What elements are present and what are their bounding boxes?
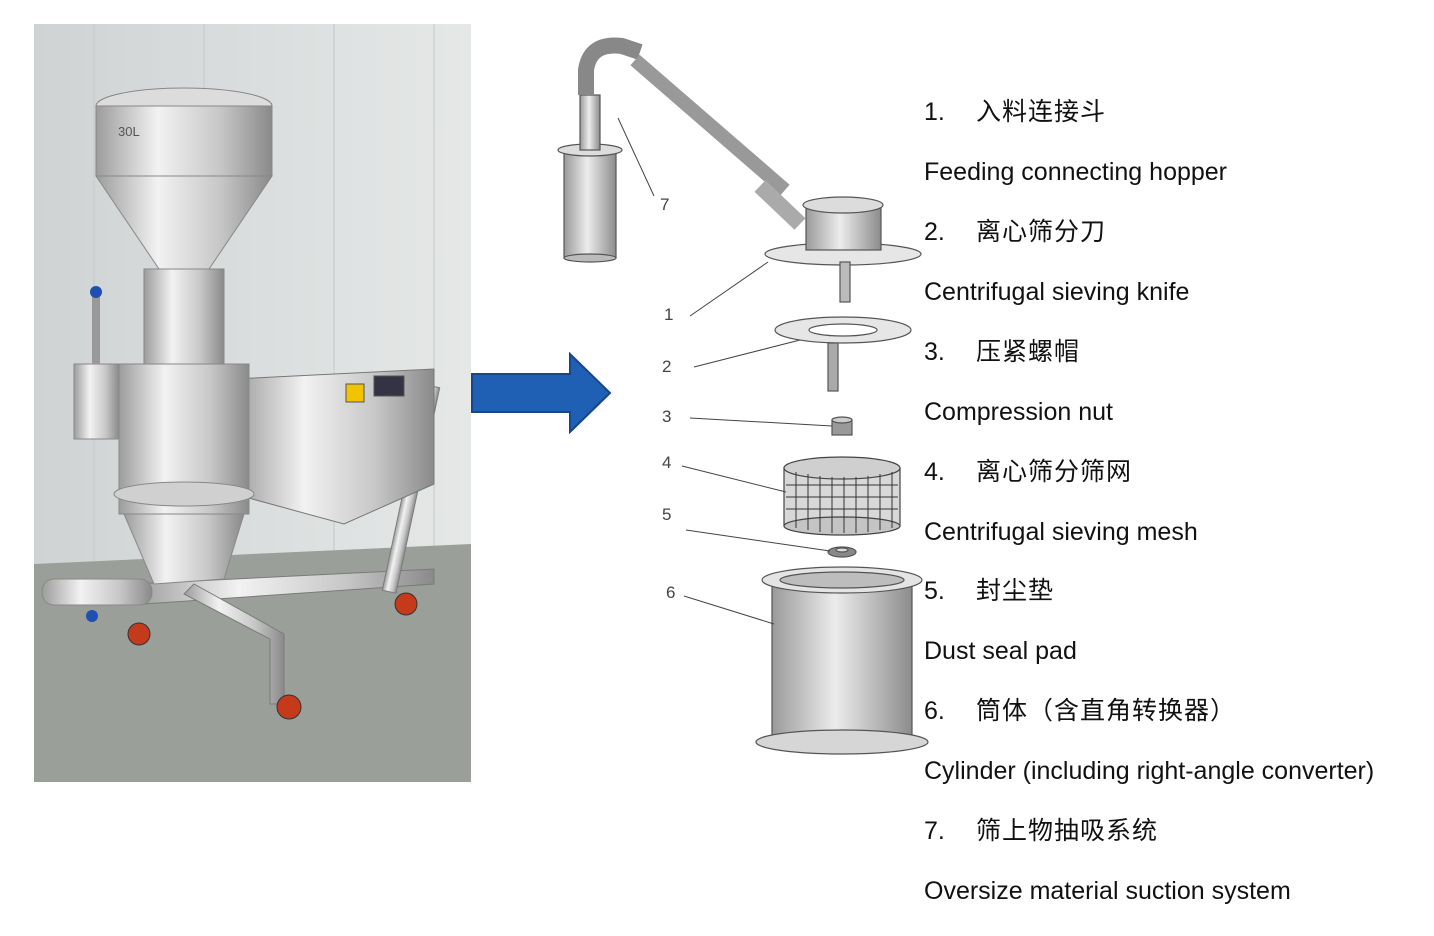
part-cylinder — [755, 566, 929, 755]
legend-item-7-zh: 7.筛上物抽吸系统 — [924, 816, 1159, 845]
legend-item-4-en: Centrifugal sieving mesh — [924, 518, 1198, 546]
legend-item-1-en: Feeding connecting hopper — [924, 158, 1228, 186]
part-suction-system — [557, 37, 806, 263]
legend-item-3-zh: 3.压紧螺帽 — [924, 337, 1081, 366]
legend-item-3-en: Compression nut — [924, 398, 1113, 426]
hopper-capacity-label: 30L — [118, 124, 140, 139]
legend-item-6-zh: 6.筒体（含直角转换器） — [924, 696, 1237, 725]
leader-lines — [617, 117, 833, 625]
callout-6: 6 — [666, 583, 675, 602]
part-compression-nut — [831, 416, 853, 436]
exploded-view: 1 2 3 4 5 6 7 — [557, 37, 929, 755]
part-sieving-knife — [774, 316, 912, 392]
callout-3: 3 — [662, 407, 671, 426]
legend-item-5-en: Dust seal pad — [924, 637, 1077, 665]
legend-item-2-en: Centrifugal sieving knife — [924, 278, 1190, 306]
callout-4: 4 — [662, 453, 671, 472]
legend-item-6-en: Cylinder (including right-angle converte… — [924, 757, 1375, 785]
part-feeding-hopper — [764, 196, 922, 303]
direction-arrow — [471, 352, 612, 434]
legend-item-7-en: Oversize material suction system — [924, 877, 1291, 905]
callout-7: 7 — [660, 195, 669, 214]
callout-5: 5 — [662, 505, 671, 524]
machine-photo: 30L — [34, 24, 471, 782]
callout-2: 2 — [662, 357, 671, 376]
part-dust-seal-pad — [827, 546, 857, 558]
legend-item-2-zh: 2.离心筛分刀 — [924, 217, 1107, 246]
part-sieving-mesh — [783, 456, 901, 536]
legend-item-5-zh: 5.封尘垫 — [924, 576, 1055, 605]
callout-1: 1 — [664, 305, 673, 324]
legend-item-4-zh: 4.离心筛分筛网 — [924, 457, 1133, 486]
legend-item-1-zh: 1.入料连接斗 — [924, 97, 1107, 126]
wheels — [127, 592, 418, 720]
